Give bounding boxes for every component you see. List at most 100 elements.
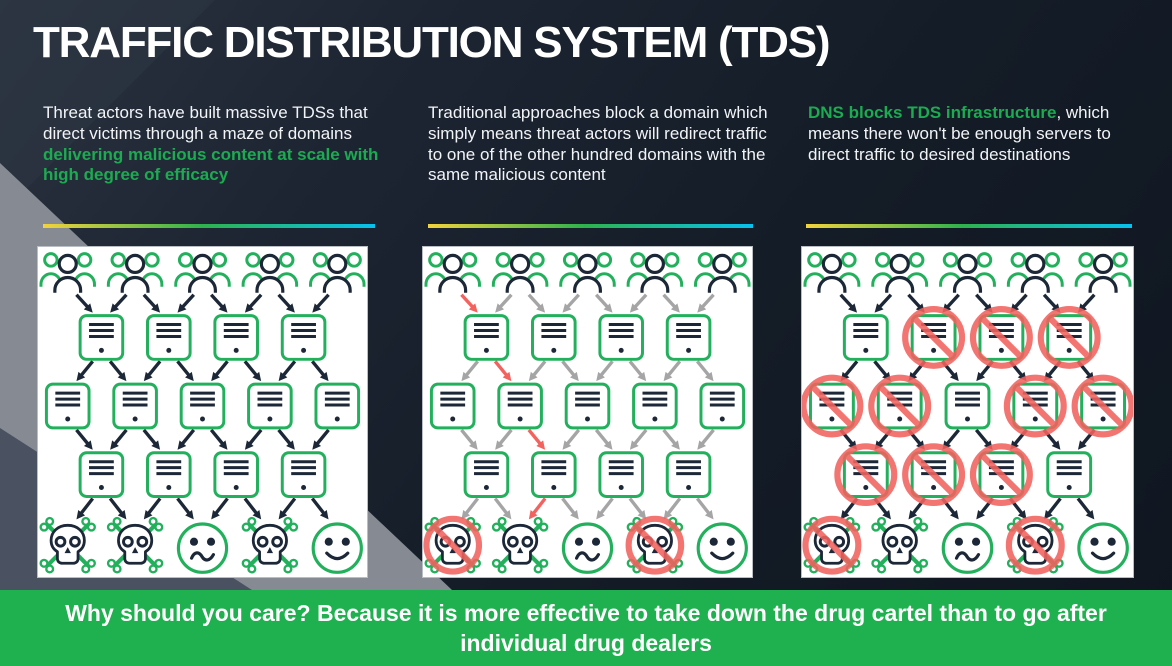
- arrow: [110, 428, 128, 450]
- smiley-face-icon: [311, 522, 363, 574]
- arrow: [629, 293, 648, 313]
- ban-icon: [802, 374, 864, 438]
- arrow: [493, 360, 512, 382]
- arrow: [562, 293, 581, 313]
- users-icon: [1074, 252, 1132, 293]
- server-icon: [280, 451, 327, 498]
- server-icon: [1046, 451, 1093, 498]
- arrow: [277, 293, 295, 313]
- arrow: [460, 428, 478, 450]
- ban-icon: [1037, 306, 1101, 369]
- smiley-face-icon: [696, 522, 748, 574]
- server-icon: [44, 382, 91, 430]
- server-icon: [280, 314, 327, 361]
- intro-column-traditional: Traditional approaches block a domain wh…: [428, 103, 768, 186]
- server-icon: [179, 382, 226, 430]
- users-icon: [241, 252, 299, 293]
- arrow: [663, 360, 682, 382]
- users-icon: [939, 252, 996, 293]
- highlight-text: DNS blocks TDS infrastructure: [808, 103, 1057, 122]
- arrow: [695, 497, 714, 520]
- users-icon: [559, 252, 616, 293]
- arrow: [143, 360, 162, 382]
- arrow: [628, 360, 647, 382]
- body-text: Threat actors have built massive TDSs th…: [43, 103, 368, 143]
- arrow: [110, 293, 128, 313]
- arrow: [211, 360, 229, 382]
- gradient-divider: [428, 224, 753, 228]
- arrow: [312, 428, 330, 450]
- server-icon: [531, 451, 577, 498]
- ban-icon: [802, 515, 862, 575]
- confused-face-icon: [561, 522, 614, 574]
- skull-icon: [871, 516, 929, 574]
- server-icon: [531, 314, 577, 361]
- arrow: [495, 428, 513, 450]
- arrow: [594, 428, 613, 450]
- users-icon: [424, 252, 481, 293]
- arrow: [75, 293, 93, 313]
- smiley-face-icon: [1077, 522, 1129, 574]
- server-icon: [598, 451, 644, 498]
- arrow: [663, 497, 682, 520]
- server-icon: [497, 382, 543, 430]
- arrow: [177, 428, 196, 450]
- body-text: , which means there won't be enough serv…: [808, 103, 1111, 164]
- ban-icon: [625, 515, 685, 575]
- arrow: [697, 293, 715, 313]
- ban-icon: [1003, 374, 1067, 438]
- ban-icon: [1071, 374, 1133, 438]
- server-icon: [112, 382, 158, 430]
- server-icon: [213, 451, 259, 498]
- arrow: [662, 293, 680, 313]
- gradient-divider: [43, 224, 375, 228]
- ban-icon: [1005, 515, 1065, 575]
- arrow: [142, 293, 161, 313]
- arrow: [76, 497, 95, 520]
- arrow: [495, 293, 513, 313]
- server-icon: [665, 451, 712, 498]
- arrow: [310, 360, 329, 382]
- page-title: TRAFFIC DISTRIBUTION SYSTEM (TDS): [33, 18, 831, 67]
- arrow: [76, 360, 95, 382]
- server-icon: [463, 314, 510, 361]
- server-icon: [146, 451, 192, 498]
- arrow: [1044, 497, 1062, 520]
- arrow: [278, 497, 297, 520]
- intro-column-dns: DNS blocks TDS infrastructure, which mea…: [808, 103, 1138, 165]
- arrow: [562, 428, 581, 450]
- arrow: [277, 428, 295, 450]
- arrow: [1076, 497, 1095, 520]
- ban-icon: [969, 443, 1033, 507]
- arrow: [662, 428, 680, 450]
- arrow: [108, 497, 127, 520]
- users-icon: [871, 252, 929, 293]
- server-icon: [78, 314, 125, 361]
- arrow: [839, 293, 858, 313]
- users-icon: [1006, 252, 1064, 293]
- arrow: [209, 428, 228, 450]
- confused-face-icon: [176, 522, 229, 574]
- arrow: [527, 293, 546, 313]
- arrow: [596, 360, 614, 382]
- users-icon: [626, 252, 684, 293]
- server-icon: [429, 382, 476, 430]
- diagram-panel-dns-blocking: [801, 246, 1134, 578]
- arrow: [628, 497, 647, 520]
- arrow: [460, 293, 478, 313]
- arrow: [211, 497, 229, 520]
- tds-maze-diagram: [39, 252, 366, 574]
- server-icon: [944, 382, 991, 430]
- intro-column-tds: Threat actors have built massive TDSs th…: [43, 103, 388, 186]
- skull-icon: [106, 516, 164, 574]
- users-icon: [39, 252, 96, 293]
- users-icon: [309, 252, 366, 293]
- arrow: [310, 497, 329, 520]
- server-icon: [564, 382, 611, 430]
- confused-face-icon: [941, 522, 994, 574]
- server-icon: [78, 451, 125, 498]
- arrow: [461, 497, 480, 520]
- arrow: [695, 360, 714, 382]
- ban-icon: [834, 443, 898, 507]
